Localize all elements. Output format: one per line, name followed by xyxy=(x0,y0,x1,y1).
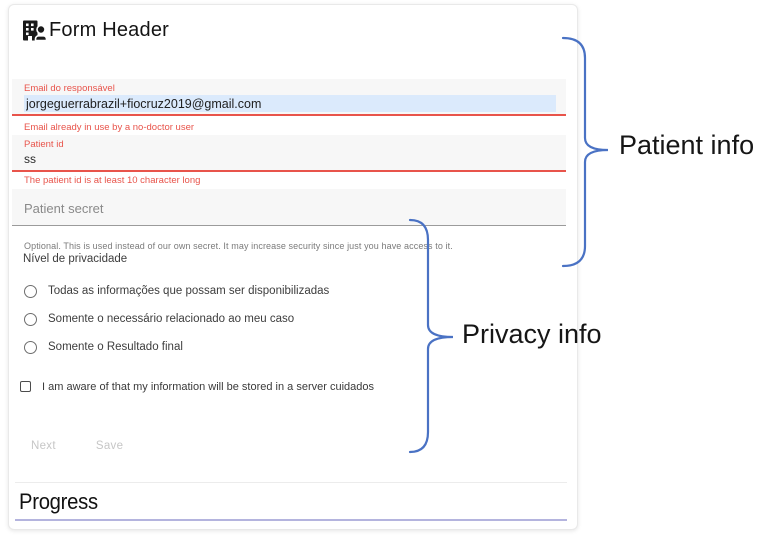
patient-id-input[interactable] xyxy=(12,151,552,167)
radio-icon[interactable] xyxy=(24,312,37,326)
privacy-info-annotation: Privacy info xyxy=(462,319,602,349)
radio-option-label: Somente o necessário relacionado ao meu … xyxy=(48,313,295,325)
form-header: Form Header xyxy=(21,17,169,44)
patient-id-field-block: Patient id xyxy=(12,135,566,172)
progress-title: Progress xyxy=(19,489,98,514)
radio-option-all-info[interactable]: Todas as informações que possam ser disp… xyxy=(24,283,329,299)
patient-id-error-text: The patient id is at least 10 character … xyxy=(24,175,201,186)
page-title: Form Header xyxy=(49,19,170,41)
radio-option-case-related[interactable]: Somente o necessário relacionado ao meu … xyxy=(24,311,294,327)
radio-option-final-result[interactable]: Somente o Resultado final xyxy=(24,339,183,355)
patient-id-field-label: Patient id xyxy=(24,139,64,150)
next-button[interactable]: Next xyxy=(23,436,64,456)
patient-info-annotation: Patient info xyxy=(619,130,755,160)
progress-bar-track xyxy=(15,519,567,521)
patient-secret-field-block xyxy=(12,189,566,226)
privacy-level-label: Nível de privacidade xyxy=(23,253,128,265)
patient-secret-helper-text: Optional. This is used instead of our ow… xyxy=(24,241,453,251)
radio-icon[interactable] xyxy=(24,284,37,298)
building-person-icon xyxy=(23,20,48,42)
email-field-label: Email do responsável xyxy=(24,83,115,94)
section-divider xyxy=(15,482,567,483)
email-error-text: Email already in use by a no-doctor user xyxy=(24,122,195,133)
email-field-block: Email do responsável xyxy=(12,79,566,116)
form-actions: Next Save xyxy=(23,436,131,456)
email-input[interactable] xyxy=(24,95,556,112)
radio-option-label: Todas as informações que possam ser disp… xyxy=(48,285,330,297)
consent-label: I am aware of that my information will b… xyxy=(42,380,374,393)
consent-checkbox-row[interactable]: I am aware of that my information will b… xyxy=(20,379,374,394)
radio-icon[interactable] xyxy=(24,340,37,354)
save-button[interactable]: Save xyxy=(88,436,131,456)
form-card: Form Header Email do responsável Email a… xyxy=(8,4,578,530)
patient-secret-input[interactable] xyxy=(24,191,564,225)
radio-option-label: Somente o Resultado final xyxy=(48,341,183,353)
checkbox-icon[interactable] xyxy=(20,381,31,392)
